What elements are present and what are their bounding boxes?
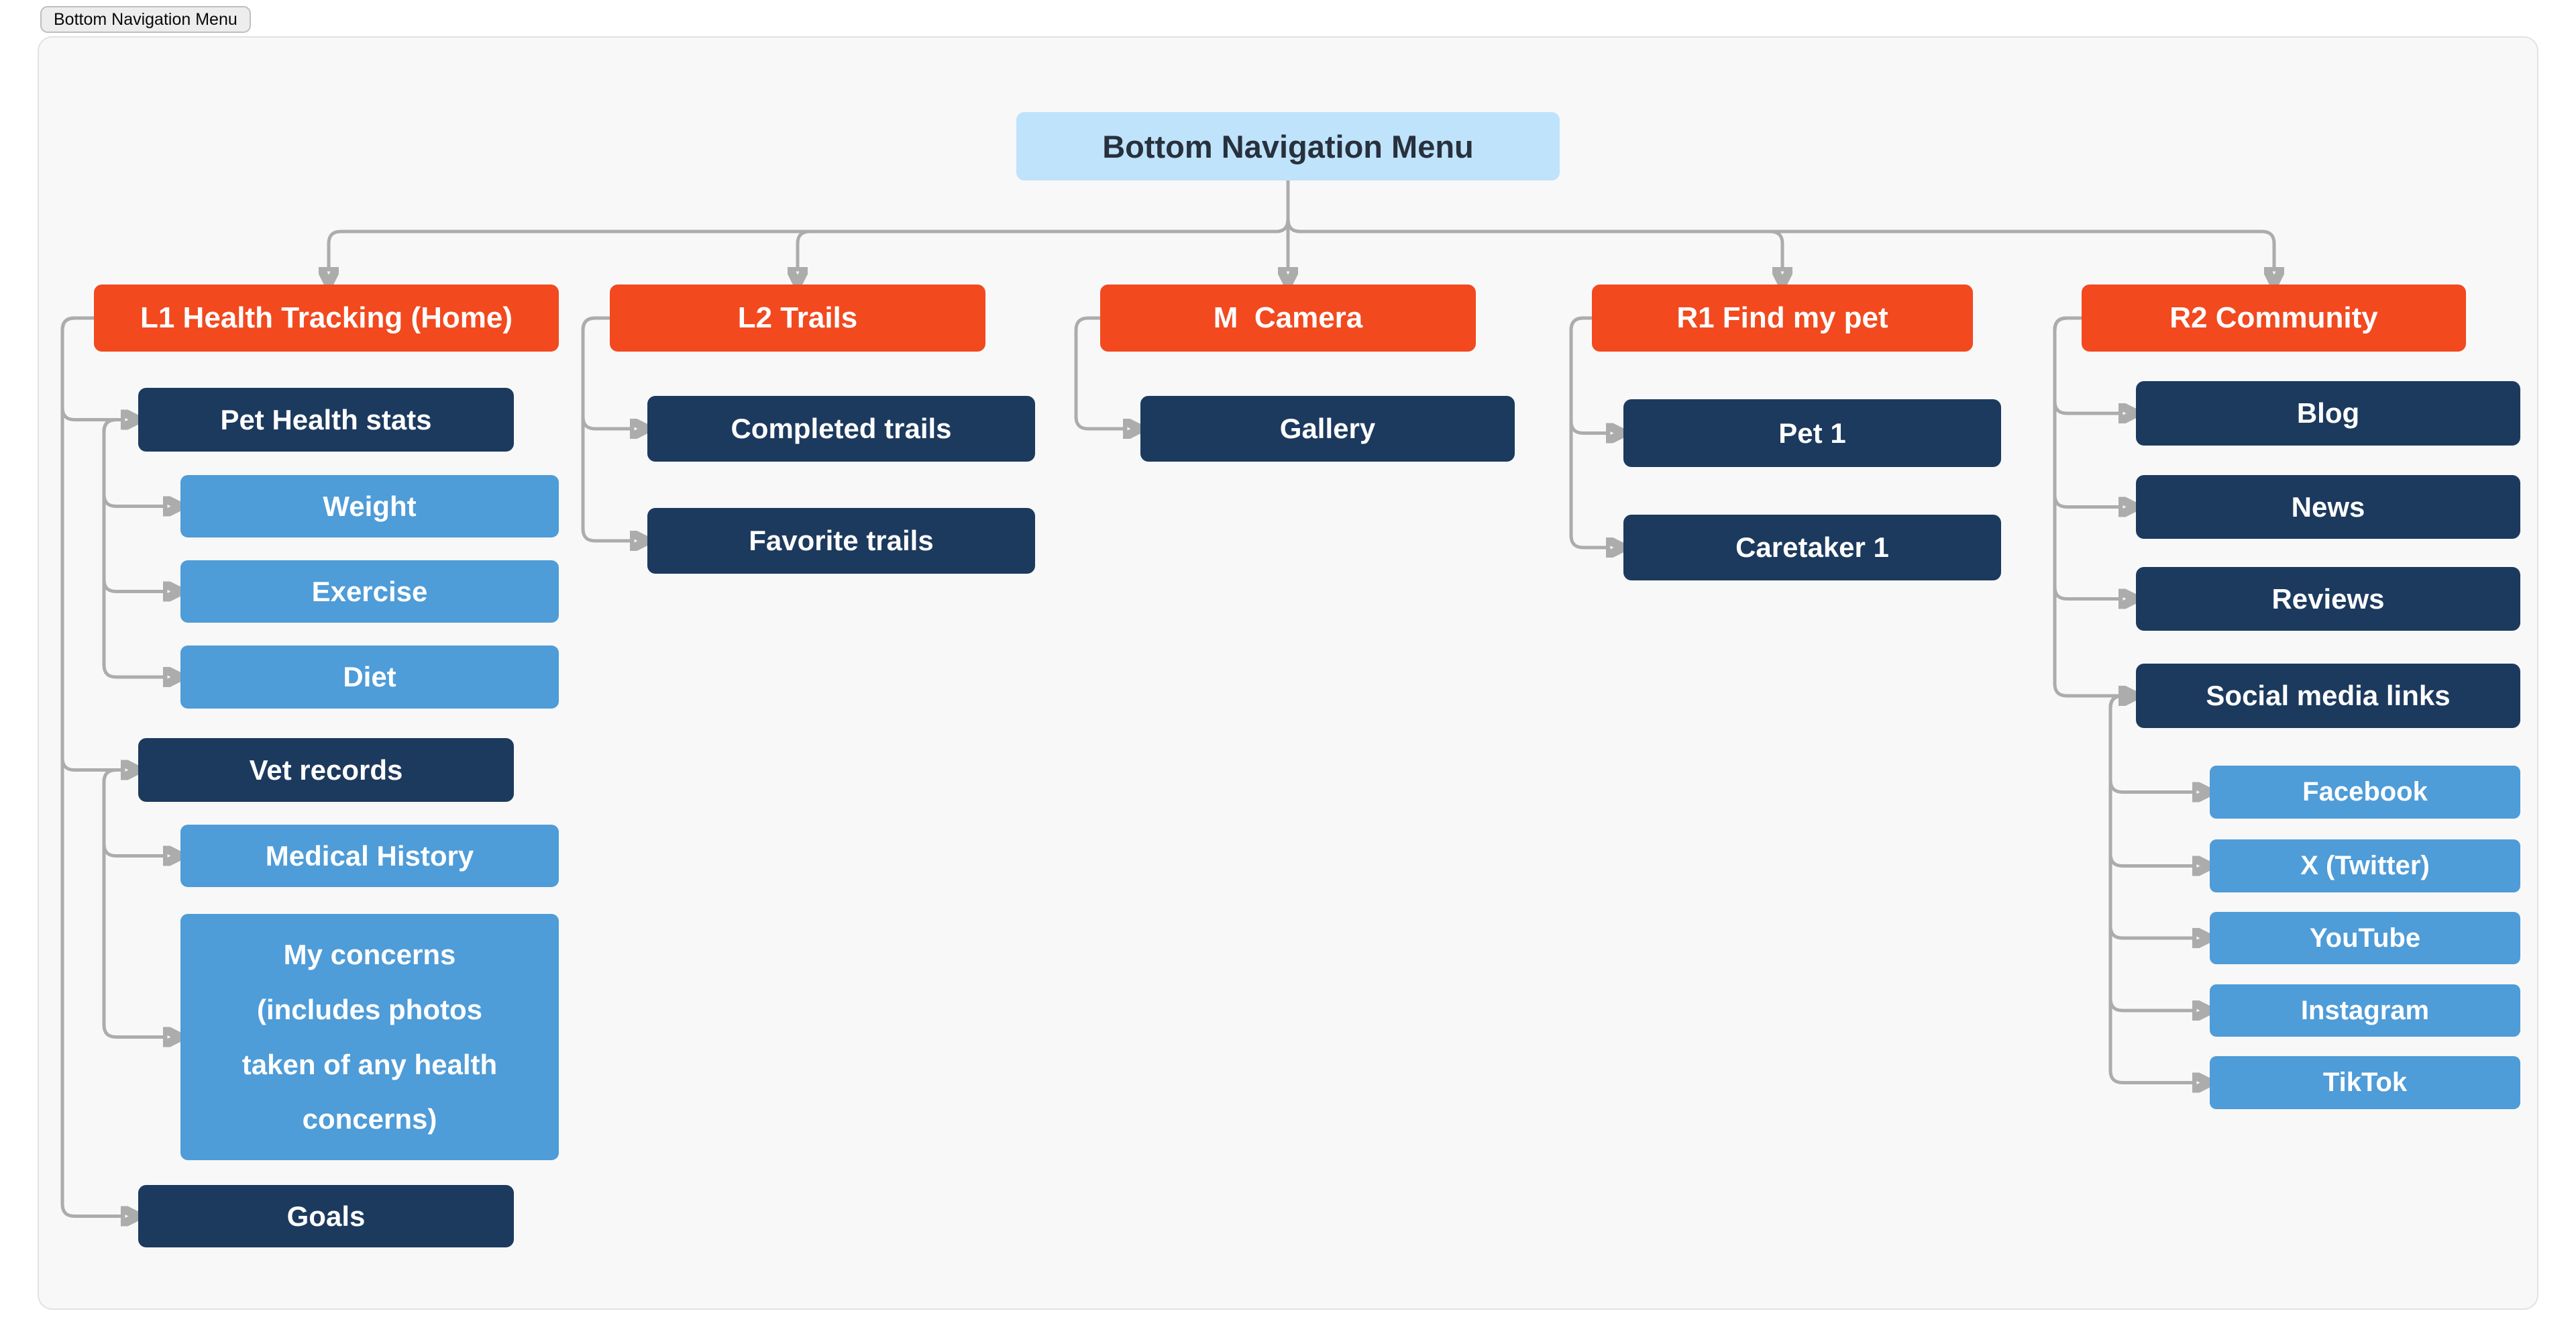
node-facebook[interactable]: Facebook <box>2210 766 2520 819</box>
node-pet-health-stats[interactable]: Pet Health stats <box>138 388 514 452</box>
branch-node-r1-find-my-pet[interactable]: R1 Find my pet <box>1592 285 1973 352</box>
node-goals[interactable]: Goals <box>138 1185 514 1247</box>
branch-node-r2-community[interactable]: R2 Community <box>2082 285 2466 352</box>
node-x-twitter[interactable]: X (Twitter) <box>2210 839 2520 892</box>
branch-node-l2-trails[interactable]: L2 Trails <box>610 285 985 352</box>
node-vet-records[interactable]: Vet records <box>138 738 514 802</box>
branch-node-m-camera[interactable]: M Camera <box>1100 285 1476 352</box>
node-pet-1[interactable]: Pet 1 <box>1623 399 2001 467</box>
node-blog[interactable]: Blog <box>2136 381 2520 446</box>
root-node[interactable]: Bottom Navigation Menu <box>1016 112 1560 180</box>
node-caretaker-1[interactable]: Caretaker 1 <box>1623 515 2001 580</box>
node-youtube[interactable]: YouTube <box>2210 912 2520 964</box>
node-tiktok[interactable]: TikTok <box>2210 1056 2520 1109</box>
node-instagram[interactable]: Instagram <box>2210 984 2520 1037</box>
node-medical-history[interactable]: Medical History <box>180 825 559 887</box>
node-gallery[interactable]: Gallery <box>1140 396 1515 462</box>
page-tab[interactable]: Bottom Navigation Menu <box>40 6 251 33</box>
node-reviews[interactable]: Reviews <box>2136 567 2520 631</box>
node-favorite-trails[interactable]: Favorite trails <box>647 508 1035 574</box>
node-my-concerns[interactable]: My concerns (includes photos taken of an… <box>180 914 559 1160</box>
node-social-media-links[interactable]: Social media links <box>2136 664 2520 728</box>
node-exercise[interactable]: Exercise <box>180 560 559 623</box>
branch-node-l1-health-tracking[interactable]: L1 Health Tracking (Home) <box>94 285 559 352</box>
node-weight[interactable]: Weight <box>180 475 559 537</box>
node-completed-trails[interactable]: Completed trails <box>647 396 1035 462</box>
node-news[interactable]: News <box>2136 475 2520 539</box>
node-diet[interactable]: Diet <box>180 646 559 709</box>
